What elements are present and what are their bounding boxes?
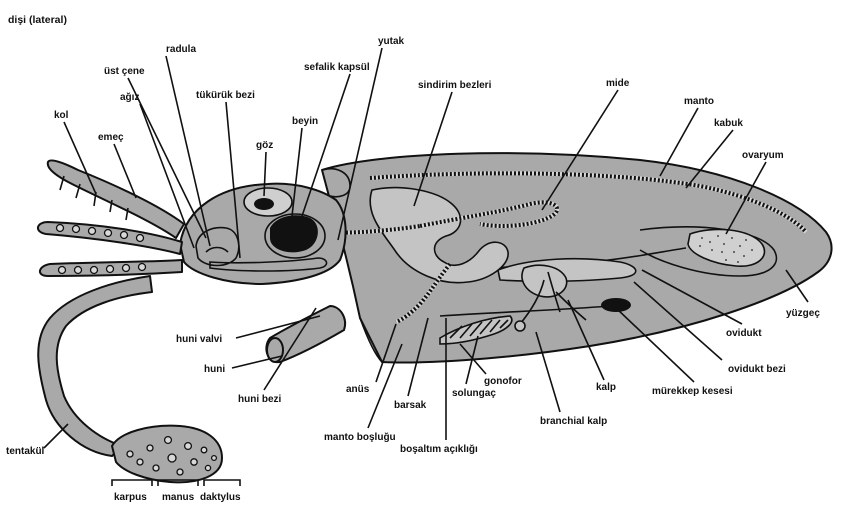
mantle-cavity-line [359,317,383,363]
tentacle [37,275,223,484]
label-tentakul: tentakül [6,446,45,457]
eye-pupil [254,198,274,210]
label-anus: anüs [346,384,370,395]
label-kalp: kalp [596,382,616,393]
gill [439,315,513,345]
club-suckers [126,435,218,476]
tentacle-stalk [37,275,153,457]
label-agiz: ağız [120,92,139,103]
shell [369,171,808,234]
label-tukuruk-bezi: tükürük bezi [196,90,255,101]
figure-title: dişi (lateral) [8,14,67,26]
label-manto: manto [684,96,714,107]
label-huni-valvi: huni valvi [176,334,222,345]
labels: dişi (lateral) radula yutak üst çene sef… [6,14,820,503]
label-manto-boslugu: manto boşluğu [324,432,396,443]
funnel [265,305,346,364]
branchial-heart [514,320,526,332]
label-solungac: solungaç [452,388,496,399]
digestive-gland [369,186,509,284]
arm-upper [46,159,185,239]
label-kol: kol [54,110,69,121]
label-yuzgec: yüzgeç [786,308,820,319]
ovary [687,228,766,267]
label-yutak: yutak [378,36,405,47]
salivary-gland [209,257,328,272]
label-manus: manus [162,492,195,503]
label-mide: mide [606,78,630,89]
label-radula: radula [166,44,196,55]
cephalic-capsule [264,213,326,259]
label-karpus: karpus [114,492,147,503]
label-beyin: beyin [292,116,318,127]
ink-duct [439,305,611,317]
label-huni: huni [204,364,225,375]
ink-sac [601,298,631,312]
leader-lines [43,47,809,486]
label-kabuk: kabuk [714,118,743,129]
arm-lower-suckers [57,262,147,275]
label-daktylus: daktylus [200,492,241,503]
label-sindirim-bezleri: sindirim bezleri [418,80,492,91]
label-huni-bezi: huni bezi [238,394,282,405]
intestine [395,262,452,324]
label-ovidukt-bezi: ovidukt bezi [728,364,786,375]
ovary-dots [699,235,753,263]
tentacle-club [111,424,223,484]
label-ovaryum: ovaryum [742,150,784,161]
stomach [419,200,560,228]
ink-sac-group [439,298,631,317]
label-branchial-kalp: branchial kalp [540,416,607,427]
label-goz: göz [256,140,273,151]
fin-contour [639,226,778,277]
label-ust-cene: üst çene [104,66,145,77]
label-sefalik-kapsul: sefalik kapsül [304,62,370,73]
arm-middle-suckers [55,223,145,243]
brain [270,215,318,253]
label-emec: emeç [98,132,124,143]
label-bosaltim-acikligi: boşaltım açıklığı [400,444,478,455]
arm-upper-suckers [59,175,129,221]
label-gonofor: gonofor [484,376,522,387]
label-ovidukt: ovidukt [726,328,762,339]
label-murekkep-kesesi: mürekkep kesesi [652,386,733,397]
label-barsak: barsak [394,400,427,411]
